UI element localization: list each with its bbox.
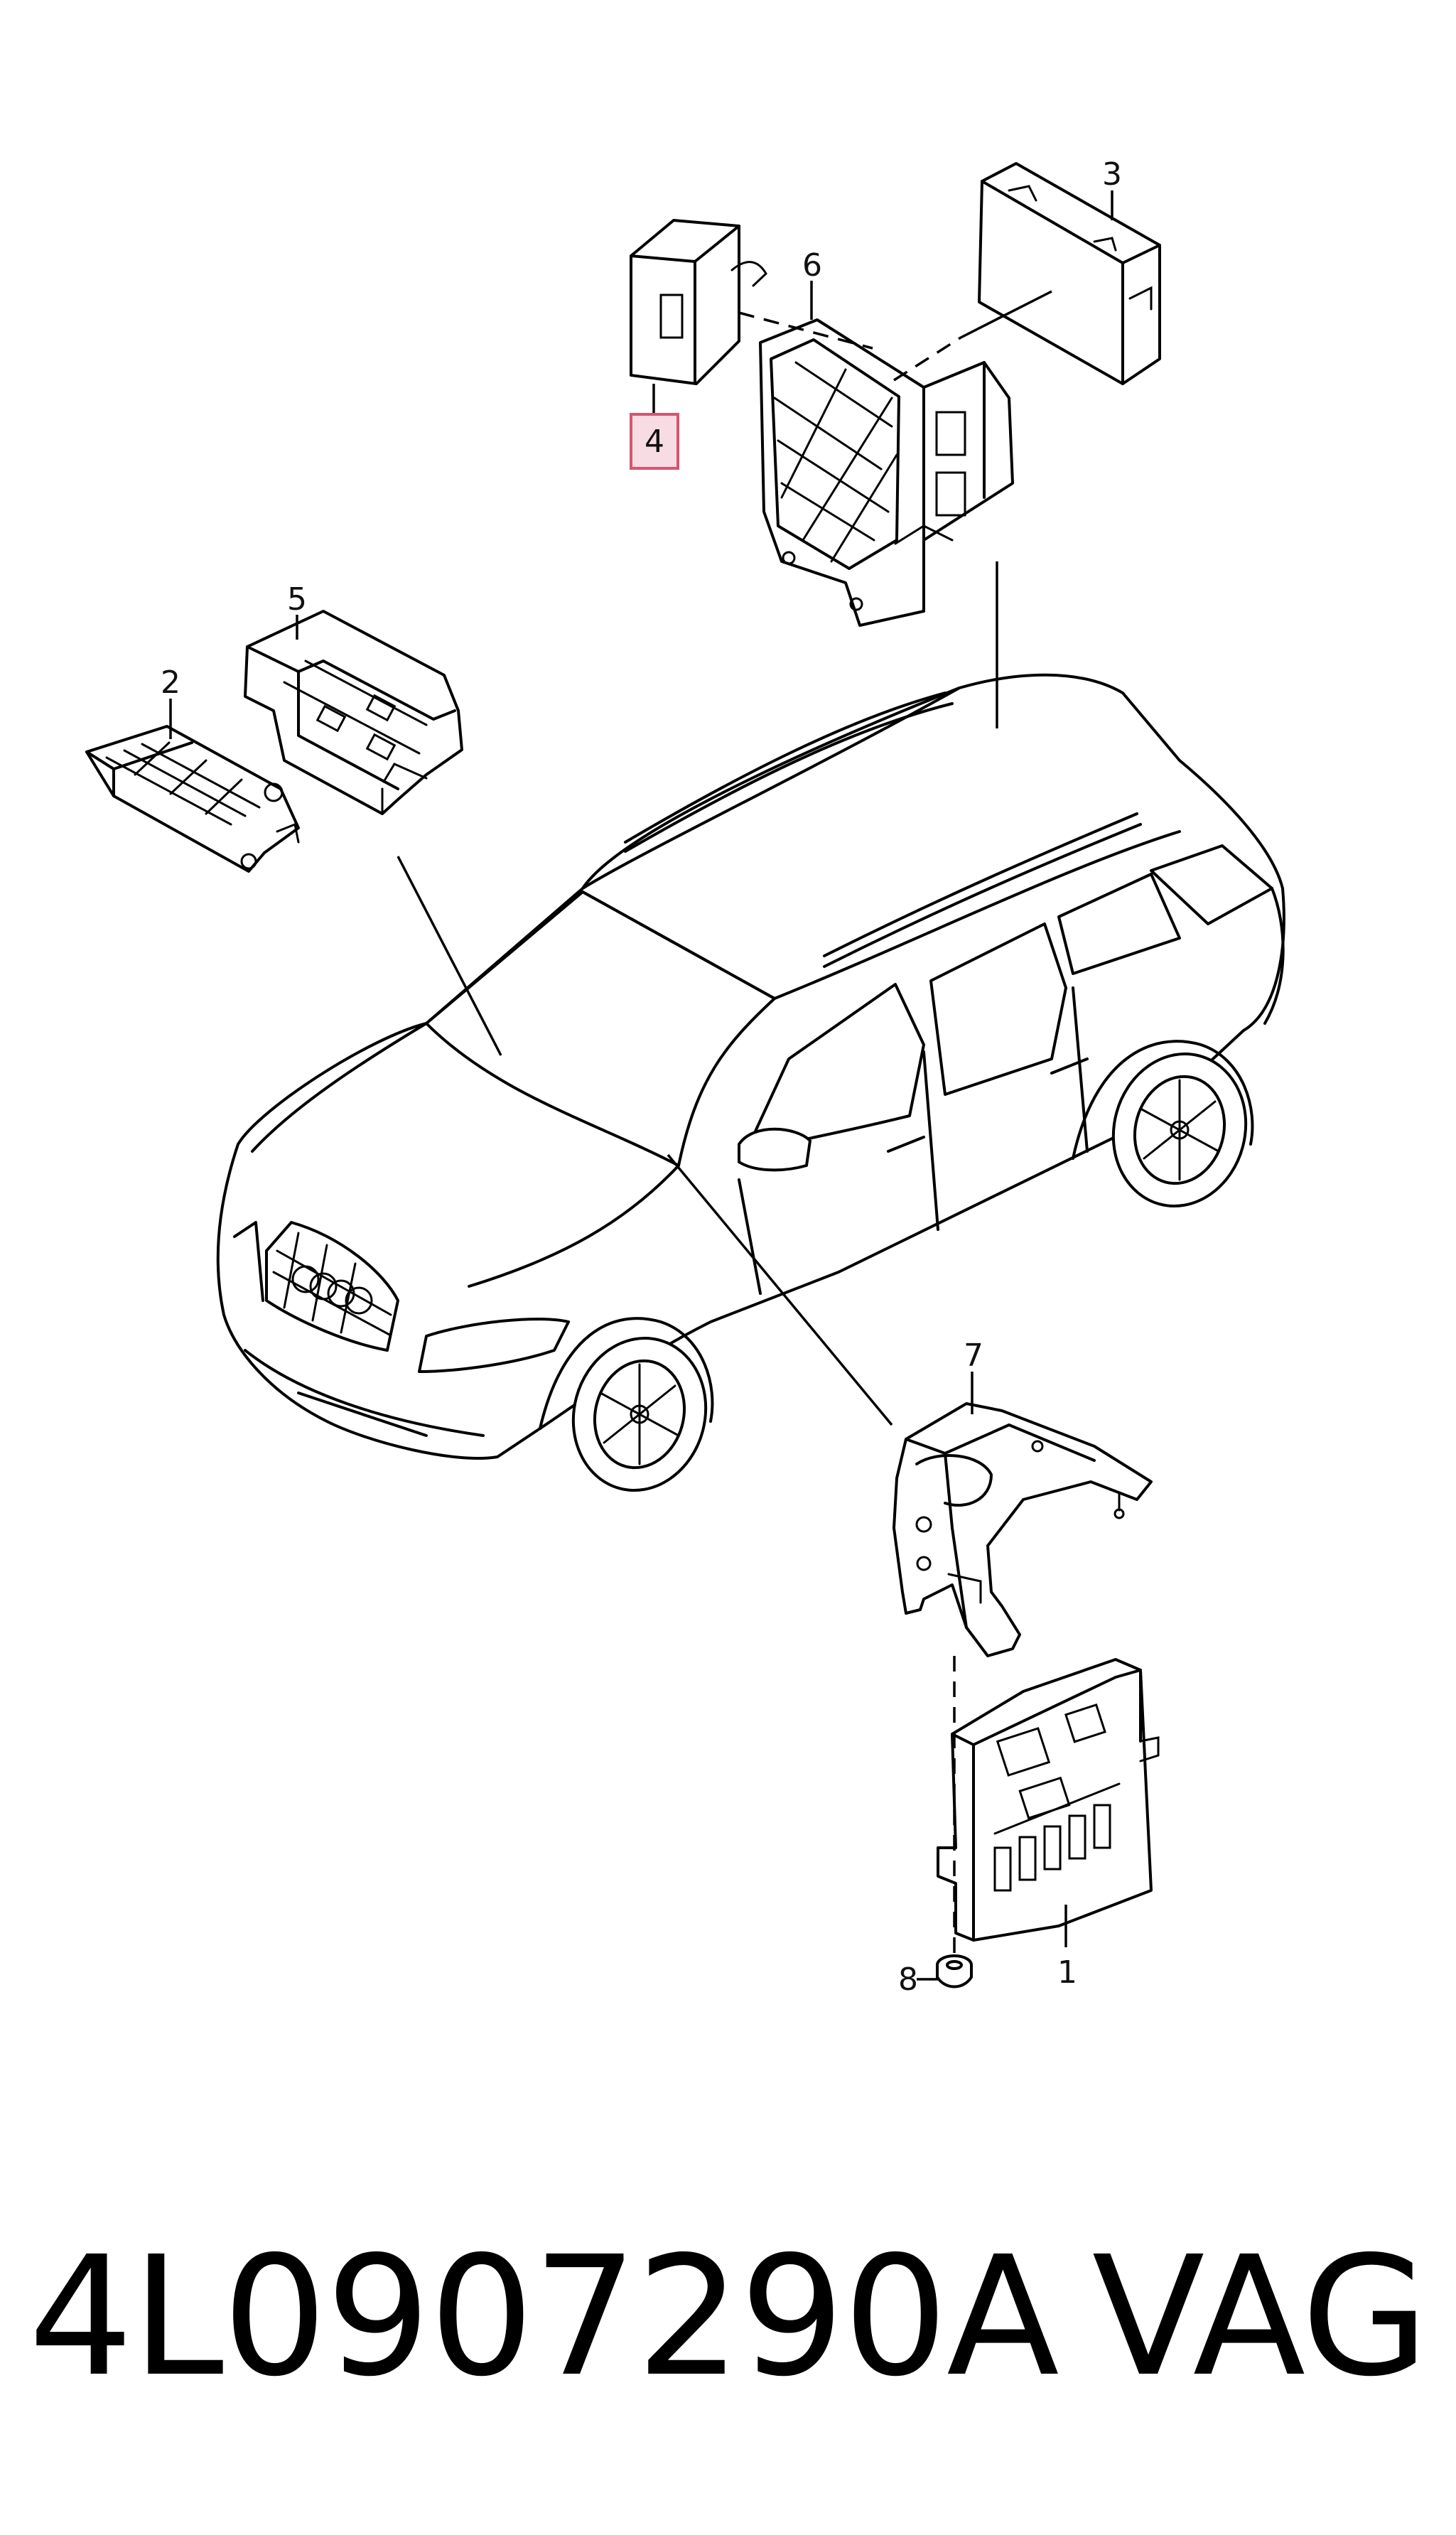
callout-2: 2 [161,664,180,701]
callout-8: 8 [898,1961,918,1998]
callout-3: 3 [1102,156,1122,193]
part-3-control-unit [978,162,1161,385]
brand-label: VAG [1091,2221,1429,2413]
part-2-connector [85,725,300,873]
leader-lines [169,190,1113,1981]
callout-5: 5 [287,581,307,618]
vehicle-outline [216,673,1285,1492]
callouts: 4 6 3 5 2 7 1 8 [161,156,1122,1998]
part-6-bracket [759,318,1014,627]
part-8-nut [936,1954,973,1988]
callout-7: 7 [964,1338,983,1374]
part-7-bracket [893,1402,1153,1657]
part-4-small-module [630,219,767,385]
part-number: 4L0907290A [28,2221,1059,2413]
highlight-box [630,413,679,470]
callout-6: 6 [802,247,822,284]
part-1-control-unit [937,1658,1160,1942]
callout-1: 1 [1057,1954,1077,1991]
callout-4: 4 [645,424,664,460]
part-5-frame [244,610,463,815]
